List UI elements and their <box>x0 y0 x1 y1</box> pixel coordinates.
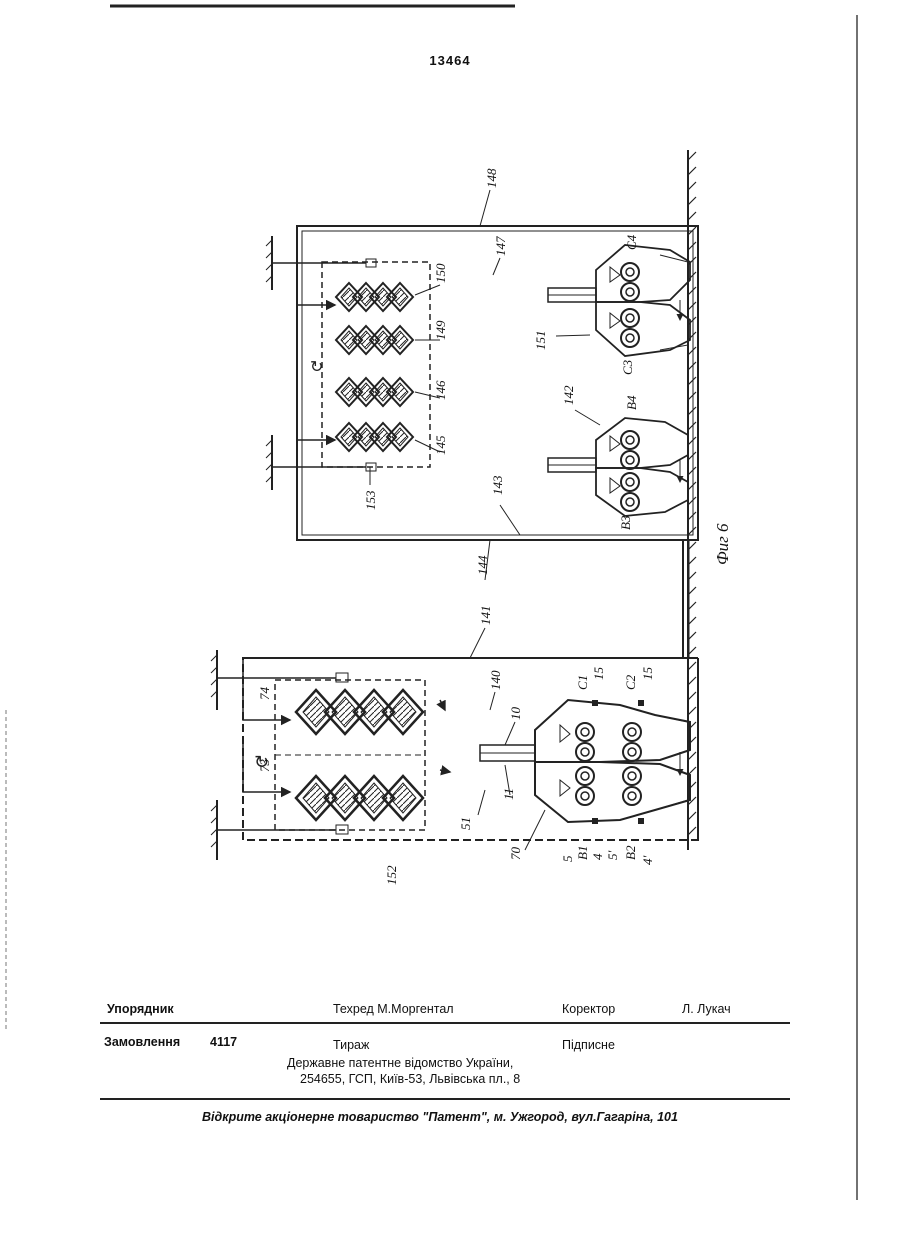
corrector-name: Л. Лукач <box>682 1002 731 1016</box>
label-5: 5 <box>560 855 575 862</box>
subscription-label: Підписне <box>562 1038 615 1052</box>
label-143: 143 <box>490 475 505 495</box>
imprint-divider-top <box>100 1022 790 1024</box>
label-4: 4 <box>590 853 605 860</box>
label-153: 153 <box>363 490 378 510</box>
label-148: 148 <box>484 168 499 188</box>
big-diamond-row-73 <box>296 776 423 820</box>
label-70: 70 <box>508 847 523 861</box>
label-141: 141 <box>478 606 493 626</box>
order-label: Замовлення <box>104 1035 180 1049</box>
compiler-label: Упорядник <box>107 1002 174 1016</box>
label-151: 151 <box>533 331 548 351</box>
figure-caption: Фиг 6 <box>713 523 732 565</box>
label-152: 152 <box>384 865 399 885</box>
upper-chamber: ↻ <box>266 226 698 540</box>
machine-142 <box>548 418 688 516</box>
label-74: 74 <box>257 687 272 701</box>
reference-numerals: 148 147 150 149 146 145 153 151 142 143 … <box>257 168 732 885</box>
publisher-line: Відкрите акціонерне товариство "Патент",… <box>0 1110 880 1124</box>
label-b1: B1 <box>575 846 590 860</box>
label-5p: 5' <box>605 851 620 861</box>
corrector-label: Коректор <box>562 1002 615 1016</box>
diamond-row-149 <box>336 326 413 354</box>
label-11: 11 <box>501 788 516 800</box>
label-145: 145 <box>433 435 448 455</box>
circulation-label: Тираж <box>333 1038 369 1052</box>
label-b2: B2 <box>623 845 638 860</box>
diamond-row-150 <box>336 283 413 311</box>
upper-wall-mount-a <box>266 236 376 290</box>
label-140: 140 <box>488 670 503 690</box>
label-b4: B4 <box>624 395 639 410</box>
tech-editor: Техред М.Моргентал <box>333 1002 454 1016</box>
label-10: 10 <box>508 707 523 721</box>
label-142: 142 <box>561 385 576 405</box>
label-73: 73 <box>257 759 272 773</box>
diamond-row-145 <box>336 423 413 451</box>
label-15a: 15 <box>591 667 606 681</box>
big-diamond-row-74 <box>296 690 423 734</box>
office-line: Державне патентне відомство України, <box>287 1056 513 1070</box>
label-c2: C2 <box>623 674 638 690</box>
label-15b: 15 <box>640 667 655 681</box>
label-4p: 4' <box>640 856 655 866</box>
label-c4: C4 <box>624 234 639 250</box>
label-c3: C3 <box>620 359 635 375</box>
diamond-row-146 <box>336 378 413 406</box>
svg-text:↻: ↻ <box>310 357 323 376</box>
label-150: 150 <box>433 263 448 283</box>
machine-151 <box>548 245 690 356</box>
order-number: 4117 <box>210 1035 237 1049</box>
imprint-divider-bottom <box>100 1098 790 1100</box>
label-149: 149 <box>433 320 448 340</box>
label-51: 51 <box>458 817 473 830</box>
label-c1: C1 <box>575 675 590 690</box>
address-line: 254655, ГСП, Київ-53, Львівська пл., 8 <box>300 1072 520 1086</box>
label-b3: B3 <box>618 515 633 530</box>
label-147: 147 <box>493 236 508 256</box>
